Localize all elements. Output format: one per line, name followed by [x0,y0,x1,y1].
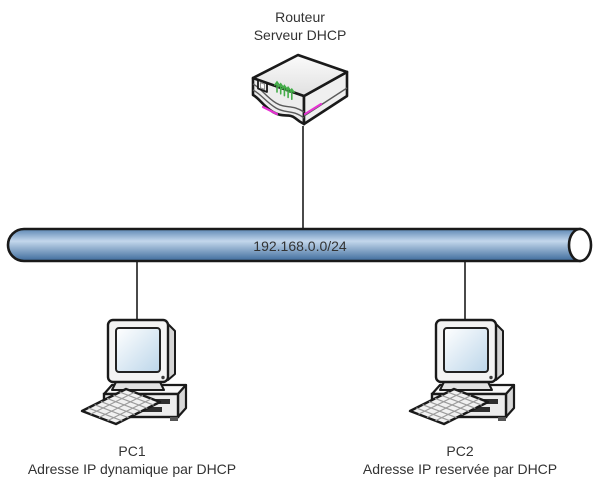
monitor-neck [111,381,165,391]
drive-slot [464,407,490,412]
computer-icon [408,318,516,426]
network-segment-icon [6,227,593,263]
keyboard [80,387,162,426]
monitor [106,318,176,384]
network-address-label: 192.168.0.0/24 [253,238,347,254]
computer-icon [80,318,188,426]
router-label-line2: Serveur DHCP [253,27,347,43]
pc1-label: PC1 Adresse IP dynamique par DHCP [0,442,264,478]
monitor [434,318,504,384]
monitor-screen [443,327,489,373]
case-foot [170,417,178,421]
router-label: Routeur Serveur DHCP [200,8,400,44]
pc2-description: Adresse IP reservée par DHCP [362,461,558,477]
monitor-screen [115,327,161,373]
pc1-description: Adresse IP dynamique par DHCP [27,461,237,477]
bus-pipe-body [6,227,582,263]
monitor-neck [439,381,493,391]
power-led [489,375,493,380]
router-label-line1: Routeur [275,9,325,25]
pc2-name: PC2 [446,443,474,459]
keyboard [408,387,490,426]
router-signal-arrows [274,80,295,100]
case-foot [498,417,506,421]
bus-to-pc2-connector [464,258,466,324]
router-to-bus-connector [302,126,304,234]
drive-slot [136,407,162,412]
pc1-name: PC1 [118,443,146,459]
keyboard-keys [416,391,482,422]
bus-to-pc1-connector [136,258,138,324]
pc2-label: PC2 Adresse IP reservée par DHCP [328,442,592,478]
bus-pipe-endcap [567,227,593,263]
router-stripes [261,102,323,116]
router-port [257,79,268,93]
power-led [161,375,165,380]
router-icon [251,53,349,126]
keyboard-keys [88,391,154,422]
